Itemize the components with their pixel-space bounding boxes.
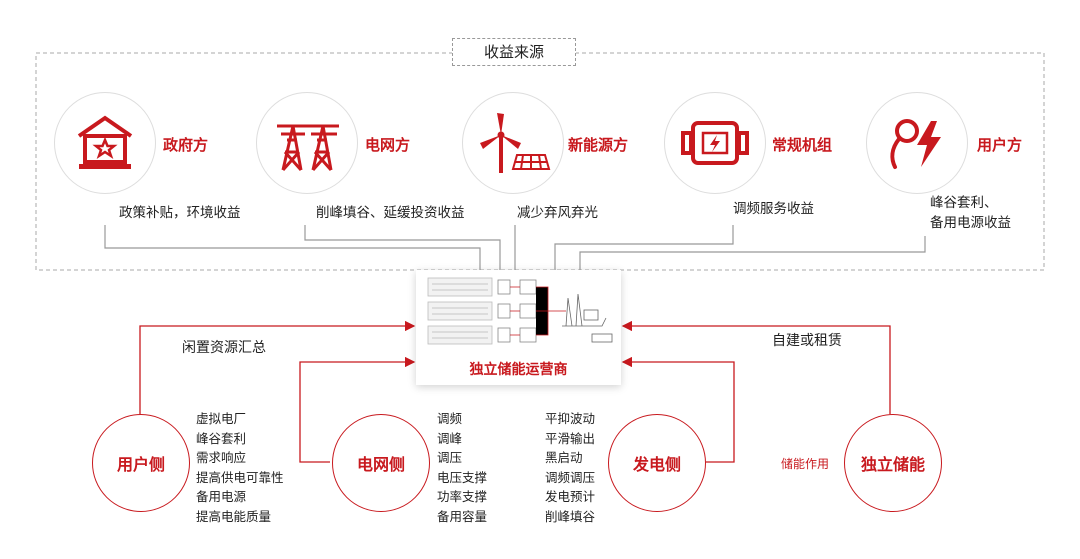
power-tower-icon bbox=[277, 124, 339, 171]
connector-conventional bbox=[554, 225, 734, 270]
connector-user bbox=[579, 236, 926, 270]
user-side-item: 提高供电可靠性 bbox=[196, 469, 284, 485]
source-user-benefit: 峰谷套利、 备用电源收益 bbox=[930, 193, 1011, 233]
gen-side-item: 平抑波动 bbox=[545, 411, 596, 426]
source-grid-circle bbox=[256, 92, 358, 194]
storage-role-label: 储能作用 bbox=[781, 457, 830, 471]
user-side-item: 虚拟电厂 bbox=[196, 411, 247, 426]
wind-solar-icon bbox=[480, 113, 551, 173]
user-side-circle: 用户侧 bbox=[92, 414, 190, 512]
idle-resources-label: 闲置资源汇总 bbox=[182, 340, 266, 356]
user-side-item: 需求响应 bbox=[196, 450, 247, 465]
grid-side-item: 电压支撑 bbox=[437, 469, 488, 485]
connector-grid bbox=[304, 225, 501, 270]
source-user-benefit-line2: 备用电源收益 bbox=[930, 215, 1011, 231]
source-user-label: 用户方 bbox=[977, 136, 1023, 154]
gen-side-list: 平抑波动 平滑输出 黑启动 调频调压 发电预计 削峰填谷 bbox=[545, 409, 595, 526]
source-government-circle bbox=[54, 92, 156, 194]
gen-side-item: 黑启动 bbox=[545, 450, 583, 465]
gen-side-item: 平滑输出 bbox=[545, 430, 596, 446]
gen-side-item: 削峰填谷 bbox=[545, 508, 596, 524]
user-power-icon bbox=[890, 119, 941, 169]
grid-side-item: 功率支撑 bbox=[437, 489, 488, 504]
source-user-circle bbox=[866, 92, 968, 194]
source-user-benefit-line1: 峰谷套利、 bbox=[930, 195, 998, 211]
source-conventional-label: 常规机组 bbox=[772, 136, 833, 154]
arrow-storage bbox=[621, 320, 891, 414]
user-side-item: 备用电源 bbox=[196, 489, 247, 504]
source-government-benefit: 政策补贴，环境收益 bbox=[119, 205, 241, 221]
source-conventional-benefit: 调频服务收益 bbox=[733, 201, 814, 217]
grid-side-item: 调峰 bbox=[437, 430, 463, 446]
user-side-item: 提高电能质量 bbox=[196, 508, 272, 524]
source-newenergy-circle bbox=[462, 92, 564, 194]
user-side-item: 峰谷套利 bbox=[196, 430, 247, 446]
generator-icon bbox=[681, 121, 749, 165]
source-grid-label: 电网方 bbox=[365, 136, 411, 154]
arrow-grid-side bbox=[299, 356, 416, 463]
revenue-box-title: 收益来源 bbox=[452, 38, 576, 66]
arrow-gen-side bbox=[621, 356, 735, 463]
source-conventional-circle bbox=[664, 92, 766, 194]
operator-label: 独立储能运营商 bbox=[469, 362, 568, 378]
grid-side-list: 调频 调峰 调压 电压支撑 功率支撑 备用容量 bbox=[437, 409, 487, 526]
gen-side-item: 调频调压 bbox=[545, 469, 596, 485]
user-side-list: 虚拟电厂 峰谷套利 需求响应 提高供电可靠性 备用电源 提高电能质量 bbox=[196, 409, 284, 526]
government-building-icon bbox=[77, 115, 133, 169]
connector-government bbox=[104, 225, 481, 270]
gen-side-item: 发电预计 bbox=[545, 489, 596, 504]
arrow-user-side bbox=[139, 320, 416, 414]
gen-side-circle: 发电侧 bbox=[608, 414, 706, 512]
grid-side-circle: 电网侧 bbox=[332, 414, 430, 512]
grid-side-item: 备用容量 bbox=[437, 508, 488, 524]
independent-storage-circle: 独立储能 bbox=[844, 414, 942, 512]
grid-side-item: 调压 bbox=[437, 450, 463, 465]
storage-system-illustration bbox=[427, 277, 613, 345]
build-or-lease-label: 自建或租赁 bbox=[772, 333, 842, 349]
grid-side-item: 调频 bbox=[437, 411, 463, 426]
source-grid-benefit: 削峰填谷、延缓投资收益 bbox=[316, 205, 465, 221]
source-government-label: 政府方 bbox=[163, 136, 209, 154]
source-newenergy-label: 新能源方 bbox=[568, 136, 629, 154]
operator-card: 独立储能运营商 bbox=[416, 270, 621, 385]
source-newenergy-benefit: 减少弃风弃光 bbox=[517, 205, 598, 221]
